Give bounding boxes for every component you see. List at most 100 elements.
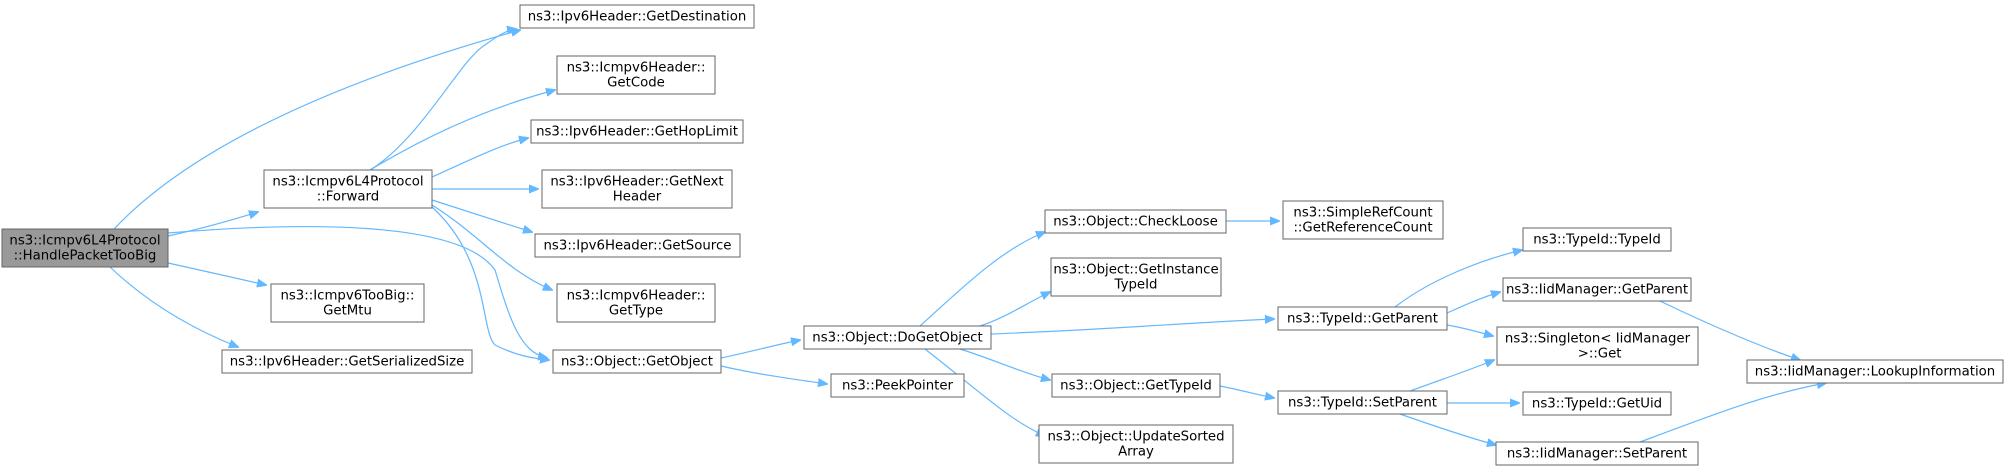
edge-typeid_getparent-to-iid_getparent [1446,292,1500,314]
node-box [541,169,733,209]
node-box [1496,326,1699,366]
node-box [1044,209,1227,234]
node-typeid_setparent[interactable]: ns3::TypeId::SetParent [1277,390,1448,415]
node-label-line: ns3::TypeId::GetUid [1532,397,1662,412]
edge-forward-to-gethoplimit [431,138,528,178]
node-getmtu[interactable]: ns3::Icmpv6TooBig::GetMtu [270,283,425,323]
node-box [530,119,744,144]
node-box [1502,277,1692,302]
node-gettypeid[interactable]: ns3::Object::GetTypeId [1051,373,1221,398]
edge-dogetobject-to-getinstancetypeid [979,292,1050,327]
node-label-line: ::GetReferenceCount [1293,221,1432,236]
node-box [1050,257,1222,297]
node-getreferencecount[interactable]: ns3::SimpleRefCount::GetReferenceCount [1282,200,1444,240]
edge-typeid_setparent-to-iid_setparent [1399,413,1496,445]
node-label-line: ns3::Ipv6Header::GetSource [544,239,732,254]
node-box [830,373,965,398]
node-label-line: ns3::PeekPointer [842,379,954,394]
node-root[interactable]: ns3::Icmpv6L4Protocol::HandlePacketTooBi… [1,228,169,268]
nodes-layer: ns3::Icmpv6L4Protocol::HandlePacketTooBi… [1,4,2004,466]
node-label-line: ns3::Ipv6Header::GetHopLimit [536,125,738,140]
node-label-line: ns3::IidManager::SetParent [1507,447,1687,462]
edge-typeid_setparent-to-singleton_get [1409,360,1494,392]
edge-dogetobject-to-checkloose [919,232,1045,327]
edge-typeid_getparent-to-typeid_typeid [1394,250,1522,308]
node-label-line: ns3::Icmpv6Header:: [567,289,706,304]
node-label-line: ns3::Icmpv6L4Protocol [9,234,160,249]
node-label-line: GetCode [607,76,665,91]
edge-root-to-getdestination [113,30,520,230]
edge-typeid_getparent-to-singleton_get [1446,324,1493,336]
node-label-line: ns3::TypeId::GetParent [1287,312,1438,327]
edge-root-to-getobject [167,226,547,358]
node-label-line: ns3::Object::DoGetObject [812,331,982,346]
node-label-line: ns3::Ipv6Header::GetDestination [528,10,747,25]
node-peekpointer[interactable]: ns3::PeekPointer [830,373,965,398]
node-box [1282,200,1444,240]
node-label-line: ns3::Icmpv6Header:: [567,61,706,76]
node-getcode[interactable]: ns3::Icmpv6Header::GetCode [556,55,716,95]
edge-forward-to-getobject [431,206,549,360]
edge-dogetobject-to-updatesortedarray [924,348,1045,436]
node-box [1746,359,2004,384]
edge-dogetobject-to-gettypeid [959,348,1050,380]
node-typeid_typeid[interactable]: ns3::TypeId::TypeId [1522,227,1672,252]
edge-iid_setparent-to-lookupinformation [1639,383,1826,443]
node-label-line: ns3::Icmpv6L4Protocol [272,175,423,190]
node-box [552,349,722,374]
node-gethoplimit[interactable]: ns3::Ipv6Header::GetHopLimit [530,119,744,144]
node-label-line: ns3::Object::CheckLoose [1053,215,1218,230]
node-label-line: TypeId [1114,278,1158,293]
node-box [270,283,425,323]
node-gettype[interactable]: ns3::Icmpv6Header::GetType [556,283,716,323]
node-lookupinformation[interactable]: ns3::IidManager::LookupInformation [1746,359,2004,384]
node-box [803,325,992,350]
node-label-line: ns3::Ipv6Header::GetSerializedSize [230,355,465,370]
node-checkloose[interactable]: ns3::Object::CheckLoose [1044,209,1227,234]
node-getsource[interactable]: ns3::Ipv6Header::GetSource [534,233,741,258]
node-getdestination[interactable]: ns3::Ipv6Header::GetDestination [519,4,755,29]
node-label-line: ns3::TypeId::TypeId [1533,233,1661,248]
node-box [1038,424,1234,464]
node-label-line: >::Get [1573,347,1621,362]
node-box [534,233,741,258]
edge-dogetobject-to-typeid_getparent [990,319,1274,335]
node-box [263,169,433,209]
node-getobject[interactable]: ns3::Object::GetObject [552,349,722,374]
node-iid_getparent[interactable]: ns3::IidManager::GetParent [1502,277,1692,302]
edge-getobject-to-dogetobject [720,340,800,359]
node-label-line: ns3::SimpleRefCount [1293,206,1432,221]
edge-forward-to-getcode [369,90,555,171]
node-box [519,4,755,29]
node-forward[interactable]: ns3::Icmpv6L4Protocol::Forward [263,169,433,209]
node-box [1495,441,1699,466]
node-box [1,228,169,268]
edge-forward-to-getdestination [369,29,516,171]
edge-forward-to-gettype [431,204,552,290]
node-box [221,349,473,374]
node-box [1522,227,1672,252]
node-getserializedsize[interactable]: ns3::Ipv6Header::GetSerializedSize [221,349,473,374]
node-iid_setparent[interactable]: ns3::IidManager::SetParent [1495,441,1699,466]
node-label-line: ::Forward [317,190,379,205]
node-singleton_get[interactable]: ns3::Singleton< IidManager >::Get [1496,326,1699,366]
node-typeid_getuid[interactable]: ns3::TypeId::GetUid [1522,391,1672,416]
edge-root-to-forward [167,212,258,237]
node-box [1277,306,1448,331]
node-label-line: ns3::Icmpv6TooBig:: [280,289,414,304]
node-dogetobject[interactable]: ns3::Object::DoGetObject [803,325,992,350]
node-label-line: ns3::TypeId::SetParent [1288,396,1437,411]
node-box [556,55,716,95]
edge-iid_getparent-to-lookupinformation [1659,300,1800,360]
node-label-line: GetMtu [323,304,372,319]
node-label-line: ns3::Object::GetObject [561,355,713,370]
node-label-line: ::HandlePacketTooBig [14,249,157,264]
edge-root-to-getserializedsize [109,266,238,347]
node-typeid_getparent[interactable]: ns3::TypeId::GetParent [1277,306,1448,331]
node-box [1277,390,1448,415]
